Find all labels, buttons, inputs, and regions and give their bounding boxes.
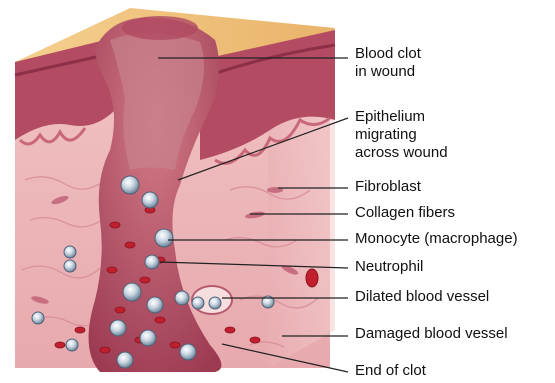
label-monocyte: Monocyte (macrophage) [355, 230, 518, 248]
label-dilated-vessel: Dilated blood vessel [355, 288, 489, 306]
label-end-of-clot: End of clot [355, 362, 426, 380]
label-damaged-vessel: Damaged blood vessel [355, 325, 508, 343]
label-neutrophil: Neutrophil [355, 258, 423, 276]
label-blood-clot: Blood clot in wound [355, 45, 421, 81]
label-epithelium: Epithelium migrating across wound [355, 108, 448, 162]
label-collagen-fibers: Collagen fibers [355, 204, 455, 222]
label-fibroblast: Fibroblast [355, 178, 421, 196]
